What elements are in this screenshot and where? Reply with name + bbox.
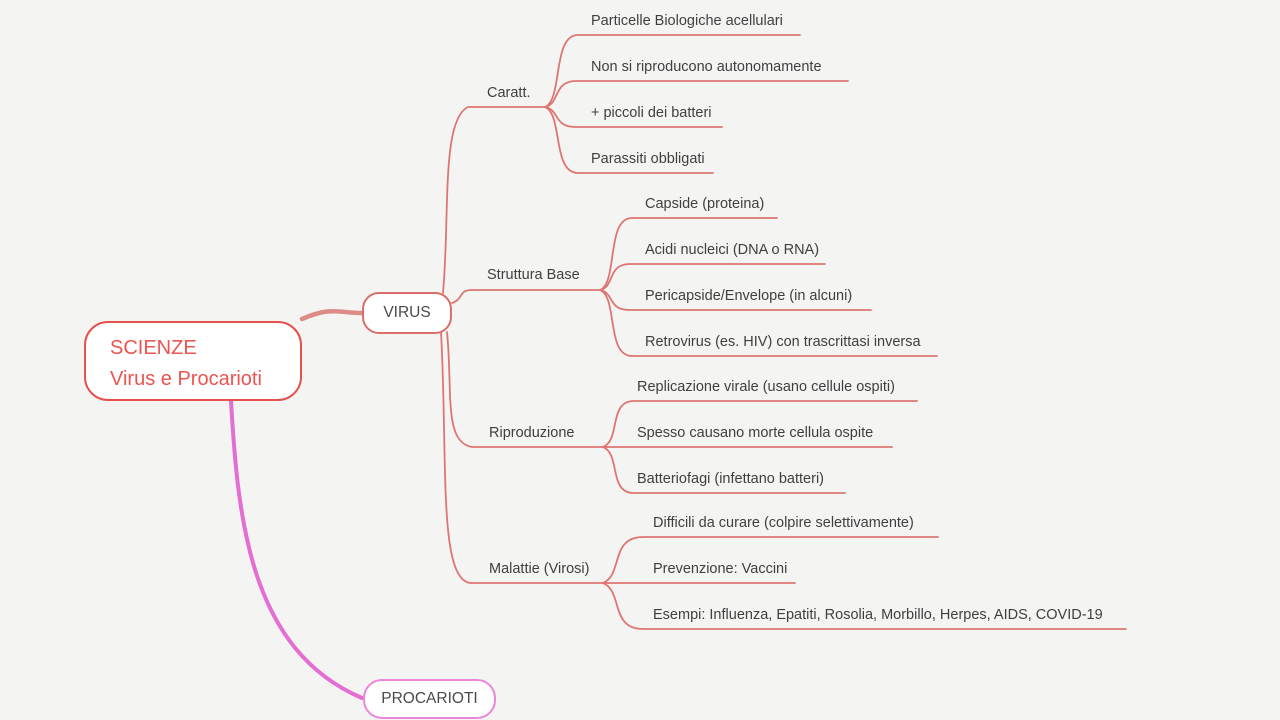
leaf-topic-morte-cellula[interactable]: Spesso causano morte cellula ospite (637, 425, 874, 441)
leaf-topic-retrovirus[interactable]: Retrovirus (es. HIV) con trascrittasi in… (645, 334, 921, 350)
leaf-topic-non-si-riproducono[interactable]: Non si riproducono autonomamente (591, 59, 822, 75)
leaf-topic-prevenzione[interactable]: Prevenzione: Vaccini (653, 561, 788, 577)
main-topic-procarioti[interactable]: PROCARIOTI (363, 679, 496, 719)
branch-topic-riproduzione[interactable]: Riproduzione (489, 425, 575, 441)
leaf-topic-parassiti[interactable]: Parassiti obbligati (591, 151, 705, 167)
leaf-topic-particelle[interactable]: Particelle Biologiche acellulari (591, 13, 783, 29)
leaf-topic-acidi-nucleici[interactable]: Acidi nucleici (DNA o RNA) (645, 242, 820, 258)
connector-root-virus (299, 308, 365, 322)
leaf-topic-capside[interactable]: Capside (proteina) (645, 196, 765, 212)
leaf-topic-esempi[interactable]: Esempi: Influenza, Epatiti, Rosolia, Mor… (653, 607, 1103, 623)
leaf-topic-piu-piccoli[interactable]: + piccoli dei batteri (591, 105, 712, 121)
root-topic-scienze[interactable]: SCIENZE Virus e Procarioti (84, 321, 302, 401)
main-topic-virus-label: VIRUS (383, 304, 431, 321)
branch-topic-caratt[interactable]: Caratt. (487, 85, 531, 101)
leaf-topic-pericapside[interactable]: Pericapside/Envelope (in alcuni) (645, 288, 853, 304)
leaf-topic-batteriofagi[interactable]: Batteriofagi (infettano batteri) (637, 471, 824, 487)
connector-virus-struttura (451, 289, 601, 304)
root-topic-line1: SCIENZE (110, 337, 197, 359)
main-topic-procarioti-label: PROCARIOTI (381, 690, 478, 707)
leaf-topic-replicazione[interactable]: Replicazione virale (usano cellule ospit… (637, 379, 895, 395)
branch-topic-struttura-base[interactable]: Struttura Base (487, 267, 580, 283)
connector-root-procarioti (229, 399, 364, 700)
root-topic-line2: Virus e Procarioti (110, 368, 262, 390)
branch-topic-malattie[interactable]: Malattie (Virosi) (489, 561, 590, 577)
connector-virus-malattie (440, 331, 604, 584)
main-topic-virus[interactable]: VIRUS (362, 292, 452, 334)
leaf-topic-difficili-curare[interactable]: Difficili da curare (colpire selettivame… (653, 515, 914, 531)
